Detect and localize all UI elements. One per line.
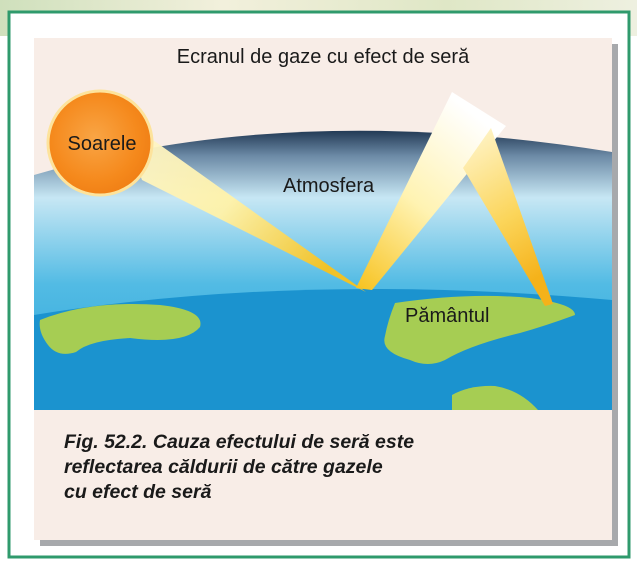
figure-caption: Fig. 52.2. Cauza efectului de seră este … [64,430,524,505]
caption-line-3: cu efect de seră [64,481,212,503]
incoming-sun-ray [118,115,366,292]
continent-right [384,295,575,364]
atmosphere-label: Atmosfera [283,175,375,197]
ray-reflected-by-gases [463,128,553,306]
continent-left [39,304,201,354]
diagram-title: Ecranul de gaze cu efect de seră [176,46,470,68]
continent-bottom [452,385,538,410]
sun-label: Soarele [67,133,137,155]
caption-line-2: reflectarea căldurii de către gazele [64,456,383,478]
caption-line-1: Fig. 52.2. Cauza efectului de seră este [64,431,415,453]
reflected-ray-up [356,92,506,290]
sun [46,89,154,197]
earth-label: Pământul [405,305,490,327]
